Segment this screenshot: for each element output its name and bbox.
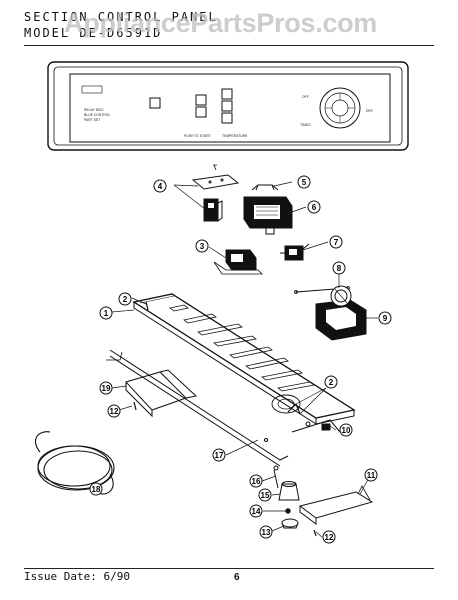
switch-part [203,198,223,222]
timer-motor-part [315,285,367,341]
control-tray [132,293,356,442]
svg-text:DRY: DRY [366,109,374,113]
callout-3-label: 3 [200,242,205,251]
header-rule [24,45,434,46]
svg-text:TIMED: TIMED [300,123,311,127]
callout-1: 1 [99,306,113,320]
knob-part [278,481,300,514]
wire-harness [35,431,115,495]
callout-16-label: 16 [252,477,261,486]
callout-15-label: 15 [261,491,270,500]
callout-9: 9 [378,311,392,325]
callout-11-label: 11 [367,471,376,480]
callout-4: 4 [153,179,167,193]
callout-14-label: 14 [252,507,261,516]
callout-8: 8 [332,261,346,275]
callout-12-label: 12 [110,407,119,416]
bracket-part [191,164,240,190]
leader-lines [111,181,378,538]
relay-part [213,249,263,275]
wire-part [251,184,279,191]
callout-13: 13 [259,525,273,539]
callout-1-label: 1 [104,309,109,318]
cap-part [281,518,299,529]
svg-text:BLUE CONTROL: BLUE CONTROL [84,113,110,117]
callout-9-label: 9 [383,314,388,323]
callout-8-label: 8 [337,264,342,273]
watermark: AppliancePartsPros.com [64,8,378,38]
callout-13-label: 13 [262,528,271,537]
timer-part [243,196,293,235]
callout-6: 6 [307,200,321,214]
callout-14: 14 [249,504,263,518]
fastener-part [273,465,279,489]
callout-7: 7 [329,235,343,249]
mounting-bracket [298,485,374,525]
callout-10-label: 10 [342,426,351,435]
issue-date: Issue Date: 6/90 [24,570,130,583]
callout-11: 11 [364,468,378,482]
callout-12: 12 [107,404,121,418]
control-console [47,61,409,151]
callout-layer: 1 2 2 3 4 5 6 7 8 9 10 11 12 12 13 14 15… [89,175,392,544]
callout-2: 2 [118,292,132,306]
callout-2-label: 2 [329,378,334,387]
callout-3: 3 [195,239,209,253]
svg-text:TEMPERATURE: TEMPERATURE [222,134,248,138]
svg-text:OFF: OFF [302,95,309,99]
screw-part [133,301,317,537]
callout-15: 15 [258,488,272,502]
svg-text:PART SET: PART SET [84,118,100,122]
model-title: MODEL DE-D6591D [24,26,163,40]
callout-10: 10 [339,423,353,437]
callout-2: 2 [324,375,338,389]
motor-part [280,243,310,261]
callout-2-label: 2 [123,295,128,304]
callout-7-label: 7 [334,238,339,247]
frame-rail [106,349,289,467]
callout-17: 17 [212,448,226,462]
console-markings: RELAY DISC BLUE CONTROL PART SET PUSH TO… [84,95,374,138]
callout-18: 18 [89,482,103,496]
callout-6-label: 6 [312,203,317,212]
footer-rule [24,568,434,569]
linkage-part [291,419,341,433]
callout-19: 19 [99,381,113,395]
callout-16: 16 [249,474,263,488]
svg-text:RELAY DISC: RELAY DISC [84,108,104,112]
support-bracket [125,369,198,418]
svg-text:PUSH TO START: PUSH TO START [184,134,211,138]
callout-18-label: 18 [92,485,101,494]
page-number: 6 [234,572,240,583]
callout-17-label: 17 [215,451,224,460]
callout-5: 5 [297,175,311,189]
callout-4-label: 4 [158,182,163,191]
callout-5-label: 5 [302,178,307,187]
callout-12: 12 [322,530,336,544]
callout-19-label: 19 [102,384,111,393]
section-title: SECTION CONTROL PANEL [24,10,218,24]
callout-12-label: 12 [325,533,334,542]
